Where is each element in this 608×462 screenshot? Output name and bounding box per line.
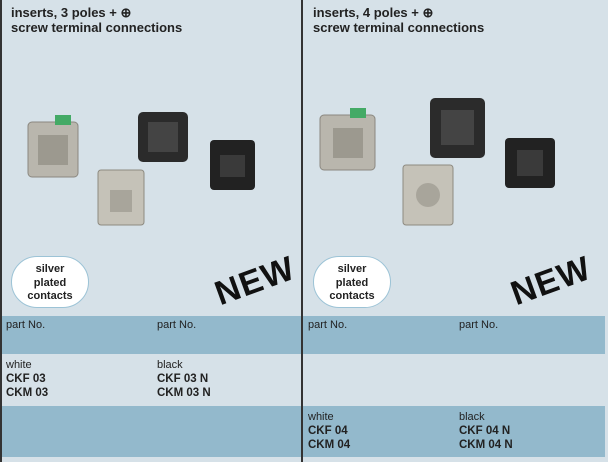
header-part-no: part No. bbox=[6, 319, 46, 331]
new-label-right: NEW bbox=[505, 249, 597, 313]
product-image-3-poles bbox=[27, 112, 255, 226]
right-title: inserts, 4 poles + ⊕ screw terminal conn… bbox=[313, 5, 485, 35]
product-image-4-poles bbox=[319, 98, 555, 226]
column-divider-overlay bbox=[301, 0, 303, 462]
left-border bbox=[0, 0, 2, 462]
new-label-left: NEW bbox=[209, 249, 301, 313]
header-part-no: part No. bbox=[157, 319, 197, 331]
row-band bbox=[2, 406, 605, 457]
left-title: inserts, 3 poles + ⊕ screw terminal conn… bbox=[11, 5, 183, 35]
header-part-no: part No. bbox=[459, 319, 499, 331]
header-part-no: part No. bbox=[308, 319, 348, 331]
header-band bbox=[2, 316, 605, 354]
